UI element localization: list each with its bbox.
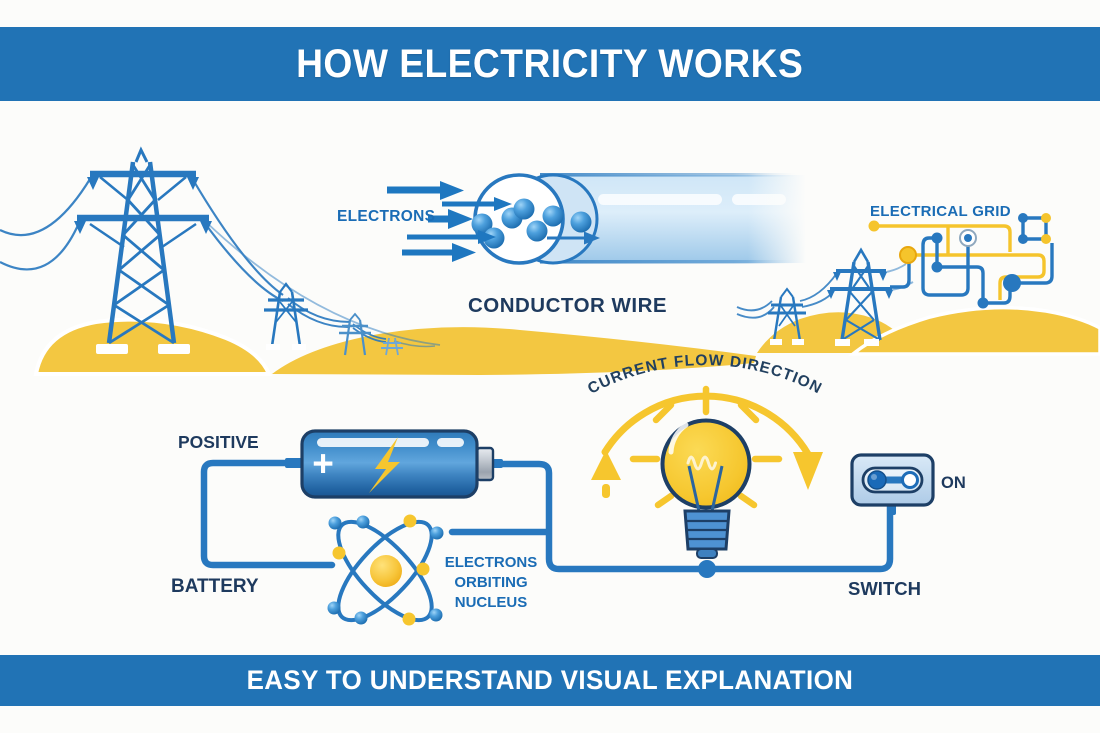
grid-network	[868, 213, 1054, 309]
on-label: ON	[941, 474, 966, 492]
page-title: HOW ELECTRICITY WORKS	[296, 41, 804, 86]
tube-highlight	[598, 194, 722, 205]
pylon-small-3	[381, 337, 403, 356]
pylon-large	[74, 146, 212, 345]
light-bulb-illustration	[629, 385, 783, 559]
orbiting-electrons	[327, 514, 444, 626]
hill-right	[272, 327, 756, 375]
pylon-right-small	[768, 287, 806, 345]
battery-illustration: +	[285, 429, 503, 499]
conductor-wire-label: CONDUCTOR WIRE	[467, 294, 668, 317]
pylon-small-1	[264, 282, 308, 350]
hill-big	[848, 305, 1100, 356]
inner-flow-arrow	[547, 231, 600, 245]
atom-illustration	[327, 514, 444, 626]
battery-cap	[475, 446, 495, 482]
atom-label-line1: ELECTRONS	[444, 554, 538, 571]
wire-node-dot	[698, 560, 716, 578]
electron-flow-arrows	[387, 181, 512, 262]
tube-fade	[748, 168, 814, 268]
pylon-right-large	[827, 247, 893, 346]
circuit-wire	[200, 459, 894, 573]
atom-label-line2: ORBITING	[454, 574, 528, 591]
hill-left	[33, 317, 272, 376]
bulb-filament	[686, 455, 717, 471]
switch-knob	[867, 470, 887, 490]
lightning-bolt-icon	[369, 437, 400, 493]
switch-contact	[901, 471, 919, 489]
pylon-base-pad	[96, 344, 128, 354]
power-lines	[0, 177, 441, 348]
electrical-grid-illustration	[736, 213, 1100, 356]
bulb-rays	[629, 385, 783, 509]
battery-label: BATTERY	[171, 576, 259, 597]
header-banner: HOW ELECTRICITY WORKS	[0, 27, 1100, 101]
electron-spheres	[471, 198, 592, 249]
atom-label-line3: NUCLEUS	[454, 594, 528, 611]
electrons-label: ELECTRONS	[337, 208, 436, 225]
arrow-down-icon	[793, 452, 823, 490]
electrons-orbiting-nucleus-label: ELECTRONS ORBITING NUCLEUS	[443, 553, 539, 613]
pylon-base-pad	[158, 344, 190, 354]
pylon-small-2	[339, 312, 371, 356]
battery-plus-sign: +	[312, 443, 334, 484]
arrow-up-icon	[591, 450, 621, 480]
nucleus	[370, 555, 402, 587]
footer-banner: EASY TO UNDERSTAND VISUAL EXPLANATION	[0, 655, 1100, 706]
switch-label: SWITCH	[848, 578, 921, 599]
bulb-globe	[660, 418, 752, 510]
transmission-towers-scene	[0, 146, 756, 376]
footer-tagline: EASY TO UNDERSTAND VISUAL EXPLANATION	[246, 665, 854, 695]
conductor-wire-illustration	[387, 168, 814, 268]
switch-illustration	[850, 453, 935, 515]
positive-label: POSITIVE	[178, 432, 259, 452]
electrical-grid-label: ELECTRICAL GRID	[870, 203, 1011, 220]
